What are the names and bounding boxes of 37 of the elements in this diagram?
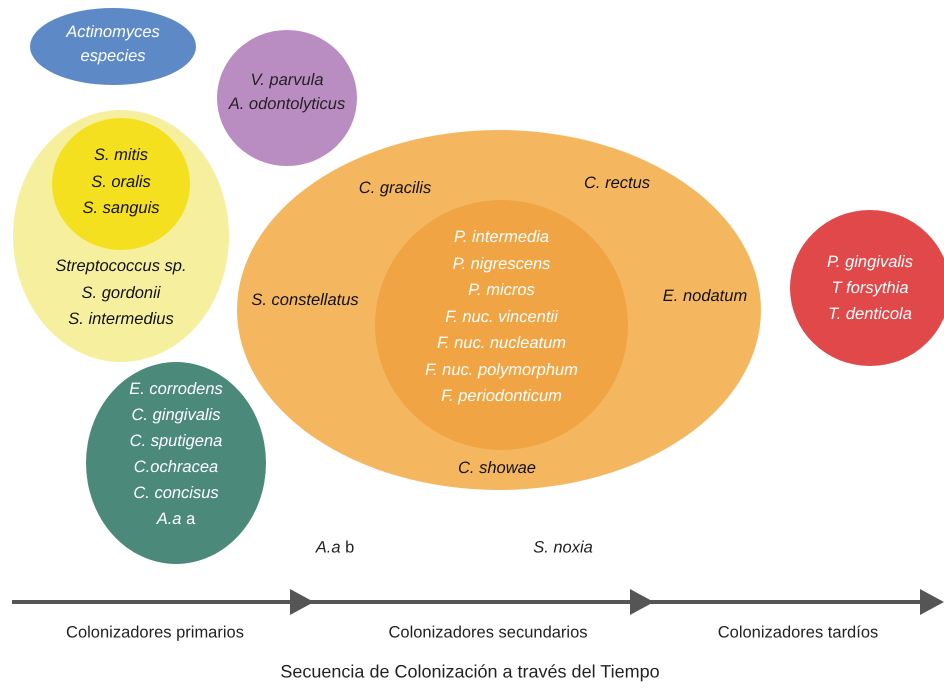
- species-name: P. gingivalis: [827, 252, 913, 273]
- species-name: S. sanguis: [82, 198, 160, 219]
- stage-label: Colonizadores secundarios: [388, 624, 588, 642]
- species-name: E. nodatum: [662, 286, 748, 307]
- caption: Secuencia de Colonización a través del Tiempo: [280, 662, 660, 682]
- species-name: T. denticola: [828, 304, 912, 325]
- species-name: F. periodonticum: [441, 386, 562, 407]
- species-name: S. noxia: [533, 538, 593, 558]
- species-name: S. intermedius: [68, 309, 174, 330]
- species-name: E. corrodens: [129, 379, 223, 400]
- species-name: T forsythia: [831, 278, 909, 299]
- stage-label: Colonizadores primarios: [66, 624, 244, 642]
- species-name: C. sputigena: [130, 431, 222, 452]
- species-name: P. nigrescens: [452, 254, 550, 274]
- species-name: P. micros: [468, 280, 535, 301]
- species-name: C. showae: [458, 458, 536, 479]
- species-name: S. mitis: [94, 145, 148, 166]
- species-name: Actinomyces: [66, 22, 160, 43]
- species-name: C. gingivalis: [132, 405, 220, 426]
- species-name: Streptococcus sp.: [55, 256, 187, 277]
- species-name: A. odontolyticus: [228, 94, 346, 115]
- species-name: S. gordonii: [82, 282, 160, 304]
- species-name: S. constellatus: [251, 290, 359, 311]
- species-name: S. oralis: [91, 172, 151, 192]
- species-name: C. gracilis: [358, 178, 432, 199]
- species-name: C. concisus: [133, 483, 219, 504]
- species-name: F. nuc. vincentii: [445, 306, 558, 328]
- species-name: F. nuc. polymorphum: [425, 360, 578, 380]
- species-name: V. parvula: [250, 70, 324, 91]
- species-name: P. intermedia: [454, 227, 550, 248]
- species-name: especies: [80, 46, 146, 67]
- species-name: A.a a: [156, 509, 196, 530]
- species-name: A.a b: [316, 538, 354, 558]
- species-name: C.ochracea: [134, 457, 218, 478]
- stage-label: Colonizadores tardíos: [718, 624, 878, 642]
- species-name: F. nuc. nucleatum: [436, 333, 566, 354]
- species-name: C. rectus: [584, 172, 650, 194]
